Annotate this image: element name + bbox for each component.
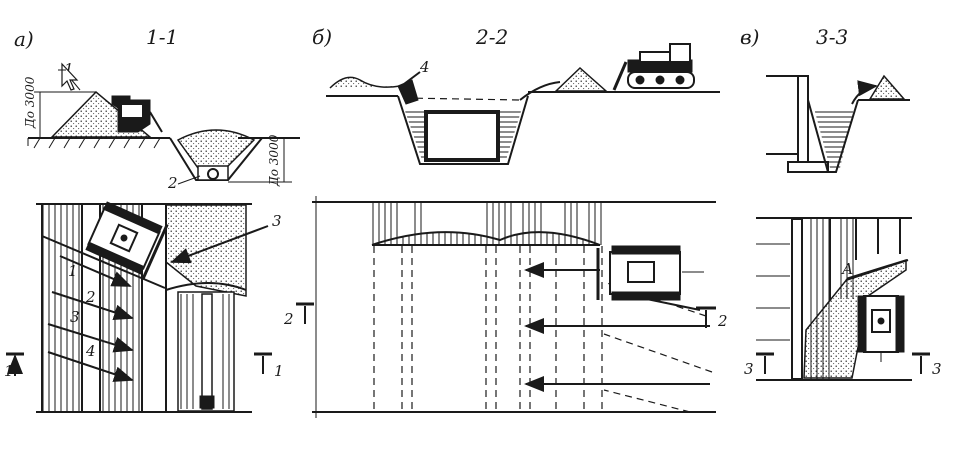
svg-text:2: 2	[283, 310, 294, 328]
section-mark-3-right: 3	[912, 352, 942, 378]
pass-arrow	[51, 291, 134, 321]
backfill	[176, 129, 256, 169]
push-line	[519, 81, 561, 101]
return-path	[603, 333, 713, 373]
spoil-heap	[554, 66, 608, 92]
panel-b-section-title: 2-2	[475, 25, 508, 49]
callout-4: 4	[419, 58, 430, 76]
move-line	[41, 235, 166, 289]
panel-b-section: 4	[326, 43, 720, 165]
callout-3: 3	[272, 212, 282, 230]
section-mark-1-left: 1	[4, 352, 24, 380]
callout-2: 2	[167, 174, 178, 192]
panel-c-plan: А 3 3	[744, 217, 942, 381]
panel-a-section-title: 1-1	[146, 25, 178, 49]
retaining-wall	[797, 75, 809, 165]
pipe-plan	[201, 293, 213, 410]
pass-1: 1	[68, 262, 78, 280]
panel-a-section: До 3000 До 3000 1 2	[23, 60, 300, 192]
ground-dashed	[403, 97, 521, 101]
panel-a-letter: а)	[14, 27, 34, 51]
bulldozer-plan-c	[857, 295, 905, 362]
svg-text:1: 1	[4, 362, 14, 380]
section-mark-3-left: 3	[744, 352, 774, 378]
svg-text:3: 3	[932, 360, 942, 378]
pass-arrow	[47, 351, 134, 382]
blade-line	[845, 259, 909, 281]
callout-a: А	[841, 260, 853, 278]
cursor-icon	[58, 62, 79, 91]
panel-c-section-title: 3-3	[816, 25, 848, 49]
push-arrow	[851, 80, 878, 105]
ground-hatch	[27, 137, 161, 149]
return-path	[603, 389, 691, 413]
panel-b-plan: 2 2	[283, 196, 728, 418]
panel-c-section	[766, 74, 910, 173]
section-mark-2-right: 2	[696, 306, 728, 330]
pass-3: 3	[70, 308, 80, 326]
svg-text:3: 3	[744, 360, 754, 378]
berm	[372, 232, 600, 245]
box-culvert	[424, 110, 500, 162]
panel-c-letter: в)	[740, 25, 759, 49]
panel-a-plan: 1 2 3 4 3 1	[4, 201, 284, 413]
trench-wall	[397, 95, 529, 165]
bulldozer-plan-a	[85, 201, 169, 280]
pass-2: 2	[85, 288, 96, 306]
spoil-area	[165, 204, 247, 297]
trench-fill	[814, 108, 854, 168]
panel-b: б) 2-2 4	[283, 25, 728, 418]
excavator	[397, 71, 421, 105]
dim-left-label: До 3000	[23, 76, 37, 129]
bulldozer-plan-b	[596, 245, 704, 301]
pass-arrow	[59, 255, 132, 287]
wall-plan	[791, 218, 803, 380]
svg-text:1: 1	[274, 362, 284, 380]
backfill-plan	[803, 258, 907, 379]
svg-text:2: 2	[717, 312, 728, 330]
bulldozer-a	[111, 95, 163, 133]
panel-c: в) 3-3	[740, 25, 942, 381]
trench-edge	[165, 282, 247, 291]
pipe	[207, 168, 219, 180]
pass-4: 4	[85, 342, 96, 360]
panel-a: а) 1-1 До 3000	[4, 25, 300, 413]
dim-right-label: До 3000	[267, 134, 281, 187]
spoil-left	[329, 76, 401, 89]
section-mark-1-right: 1	[254, 352, 284, 380]
bulldozer-b	[612, 43, 695, 91]
pass-arrow	[47, 323, 134, 353]
panel-b-letter: б)	[312, 25, 332, 49]
wall-footing	[787, 161, 829, 173]
callout-1: 1	[64, 60, 74, 78]
spoil-heap	[868, 74, 906, 100]
section-mark-2-left: 2	[283, 302, 314, 328]
